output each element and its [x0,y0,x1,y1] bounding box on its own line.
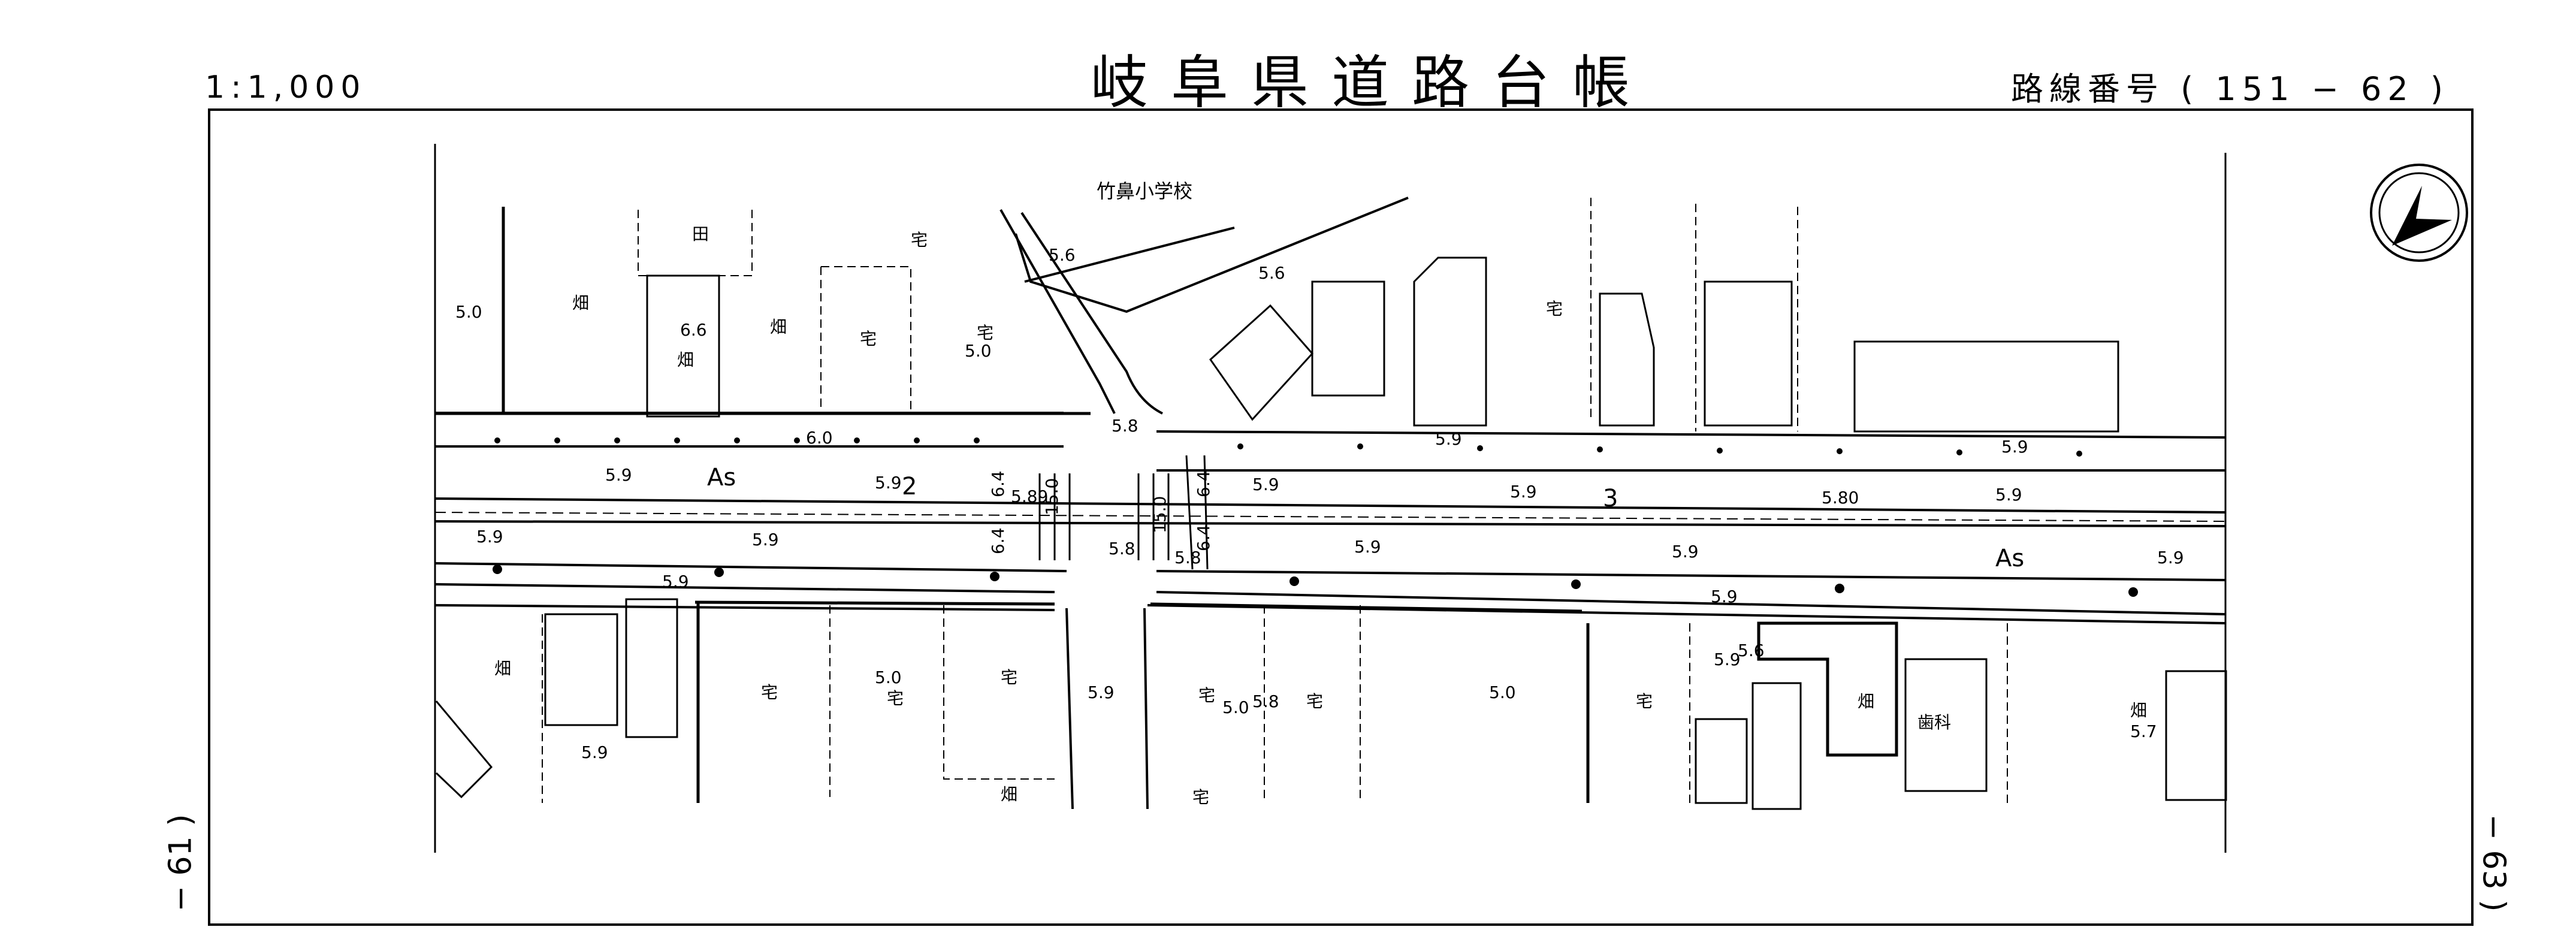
land-use-mark: 畑 [572,293,589,313]
cross-streets [999,197,1409,810]
road-width: 6.4 [988,527,1008,554]
elevation: 5.9 [581,742,608,762]
dentist-label: 歯科 [1917,712,1951,732]
elevation: 5.6 [1738,641,1765,660]
elevation: 5.6 [1049,245,1076,265]
land-use-mark: 宅 [977,323,993,343]
land-use-mark: 宅 [1001,668,1017,687]
road-width: 6.4 [1194,470,1213,497]
elevation: 5.9 [1354,537,1381,557]
elevation: 5.9 [1435,429,1462,449]
elevation: 5.0 [965,341,992,361]
elevation: 5.8 [1112,416,1138,436]
elevation: 6.0 [806,428,833,448]
elevation: 5.89 [1011,487,1048,506]
surface-label: As [1995,545,2024,572]
elevation: 5.9 [662,572,689,591]
school-label: 竹鼻小学校 [1097,180,1192,203]
route-number: 路線番号 ( 151 − 62 ) [2011,70,2449,108]
land-use-mark: 宅 [911,230,928,250]
elevation: 5.9 [1510,482,1537,502]
elevation: 5.9 [1995,485,2022,505]
elevation: 5.9 [875,473,902,493]
road-width: 6.4 [988,470,1008,497]
land-use-mark: 田 [692,224,709,244]
wall-lines [435,207,1590,803]
land-use-mark: 畑 [1001,784,1017,804]
road-dots [493,437,2138,597]
elevation: 5.80 [1822,488,1859,508]
map-scale: 1:1,000 [205,70,367,105]
map-frame [208,108,2474,926]
elevation: 5.0 [875,668,902,687]
road-width: 6.4 [1194,524,1213,551]
land-use-marks: 田 畑 宅 畑 畑 畑 畑 宅 宅 宅 宅 宅 宅 宅 宅 宅 畑 宅 畑 [494,224,2147,807]
page-title: 岐阜県道路台帳 [1091,49,1653,116]
elevation: 5.6 [1258,263,1285,283]
elevation: 5.9 [1672,542,1699,561]
land-use-mark: 畑 [677,350,694,370]
elevation: 5.0 [1489,683,1516,702]
land-use-mark: 畑 [1858,692,1874,711]
buildings [435,256,2227,810]
elevation: 5.0 [1222,698,1249,717]
land-use-mark: 宅 [1192,787,1209,807]
elevation: 5.9 [1714,650,1741,669]
elevation: 5.8 [1109,539,1136,558]
elevation: 5.9 [752,530,779,550]
elevation: 5.9 [1252,475,1279,494]
land-use-mark: 宅 [1546,299,1563,319]
land-use-mark: 畑 [2130,701,2147,720]
elevation: 5.9 [1088,683,1115,702]
elevation: 5.9 [1711,587,1738,606]
elevation: 5.8 [1174,548,1201,567]
elevation: 5.8 [1252,692,1279,711]
land-use-mark: 宅 [1198,686,1215,705]
land-use-mark: 宅 [860,329,877,349]
land-use-mark: 宅 [1636,692,1653,711]
surface-label: As [707,464,736,491]
crosswalk [1038,455,1209,570]
main-road [434,412,2226,624]
section-number: 2 [902,473,917,500]
road-centerline [434,512,2226,522]
land-use-mark: 畑 [770,317,787,337]
land-use-mark: 宅 [1306,692,1323,711]
elevation: 5.9 [2001,437,2028,457]
elevation: 6.6 [680,320,707,340]
elevation: 5.9 [605,465,632,485]
road-width: 15.0 [1150,496,1170,533]
elevation: 5.0 [455,302,482,322]
land-use-mark: 宅 [887,689,904,708]
north-arrow-icon [2370,164,2468,262]
parcel-boundaries [542,198,2008,806]
elevation: 5.9 [476,527,503,547]
land-use-mark: 宅 [761,683,778,702]
road-width: 15.0 [1042,478,1062,515]
section-number: 3 [1603,485,1618,512]
map-labels: 竹鼻小学校 歯科 As As 2 3 5.0 6.6 5.0 5.6 5.6 6… [455,180,2184,762]
elevation: 5.7 [2130,721,2157,741]
elevation: 5.9 [2157,548,2184,567]
land-use-mark: 畑 [494,659,511,678]
